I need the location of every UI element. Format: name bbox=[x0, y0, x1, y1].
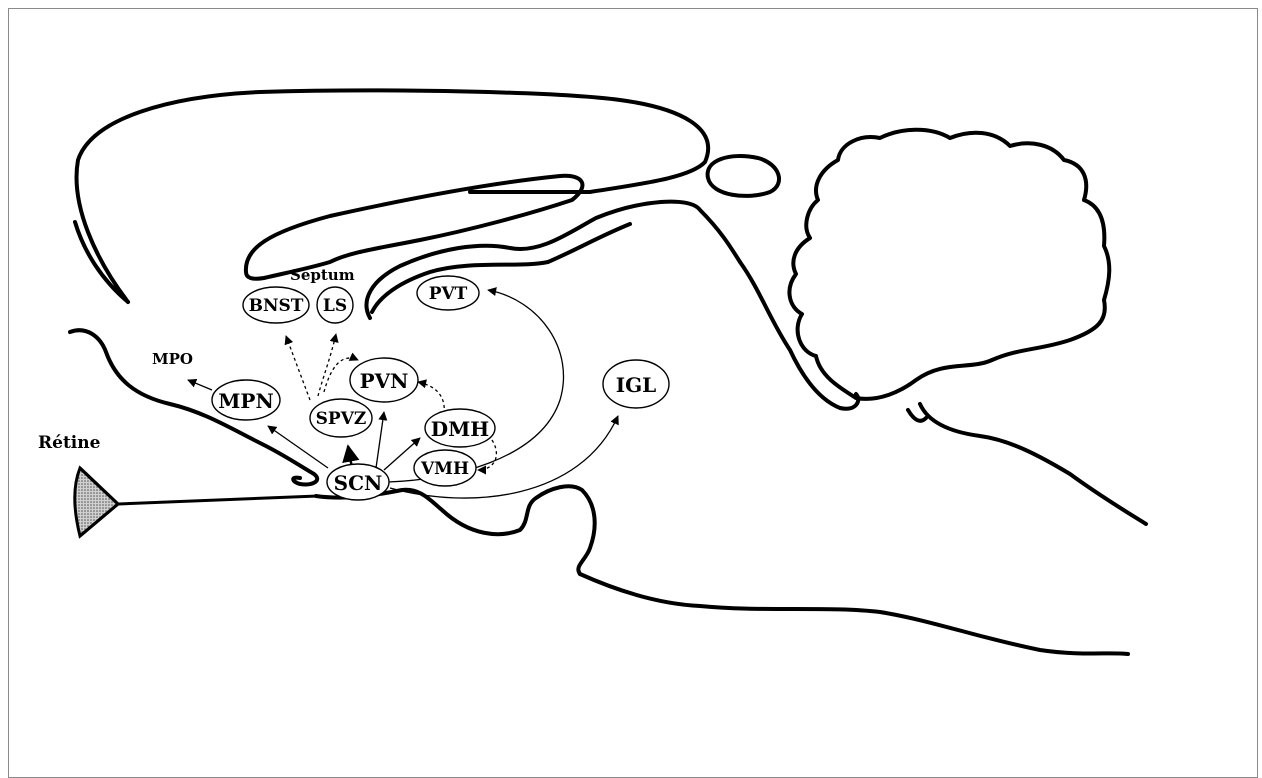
ventral-front bbox=[68, 328, 320, 487]
nucleus-pvt-label: PVT bbox=[429, 284, 468, 304]
cerebellum-fold-inner bbox=[906, 408, 928, 423]
brain-outline bbox=[68, 88, 1148, 656]
cortex-outline bbox=[74, 88, 711, 304]
colliculus bbox=[705, 154, 782, 198]
label-septum: Septum bbox=[290, 266, 355, 284]
midbrain bbox=[738, 260, 861, 411]
fornix-inner bbox=[370, 222, 632, 314]
nucleus-mpn: MPN bbox=[211, 379, 281, 421]
nucleus-igl: IGL bbox=[602, 359, 670, 409]
nucleus-bnst: BNST bbox=[242, 286, 310, 324]
corpus-callosum bbox=[243, 173, 585, 281]
nucleus-pvt: PVT bbox=[416, 275, 480, 311]
ventral-hind bbox=[578, 572, 1130, 656]
arrow-spvz-ls bbox=[317, 333, 339, 397]
label-mpo: MPO bbox=[152, 350, 193, 368]
retina-shape bbox=[73, 465, 121, 539]
cortex-inner-line bbox=[73, 220, 130, 304]
arrow-dmh-vmh bbox=[477, 439, 497, 475]
nucleus-bnst-label: BNST bbox=[249, 296, 304, 316]
retina bbox=[73, 465, 319, 539]
retinohypothalamic-tract bbox=[117, 494, 319, 506]
nucleus-igl-label: IGL bbox=[616, 373, 657, 397]
label-retine: Rétine bbox=[38, 433, 101, 453]
nucleus-vmh-label: VMH bbox=[420, 459, 469, 479]
nucleus-spvz-label: SPVZ bbox=[316, 409, 367, 429]
arrow-spvz-bnst bbox=[284, 335, 311, 401]
cerebellum bbox=[787, 127, 1112, 401]
nucleus-ls: LS bbox=[316, 286, 354, 324]
arrow-scn-mpn bbox=[267, 425, 329, 469]
arrow-scn-dmh bbox=[383, 437, 421, 471]
arrow-dmh-pvn bbox=[417, 379, 445, 415]
optic-chiasm-base bbox=[314, 484, 597, 576]
arrow-mpn-mpo bbox=[187, 378, 213, 391]
nucleus-spvz: SPVZ bbox=[309, 398, 373, 438]
nucleus-vmh: VMH bbox=[413, 449, 477, 487]
nucleus-pvn-label: PVN bbox=[360, 369, 409, 393]
nucleus-scn-label: SCN bbox=[334, 471, 383, 495]
nucleus-pvn: PVN bbox=[349, 357, 419, 403]
nucleus-dmh-label: DMH bbox=[431, 417, 489, 441]
arrow-scn-igl bbox=[389, 415, 619, 499]
nucleus-ls-label: LS bbox=[323, 296, 347, 316]
arrow-scn-pvn bbox=[375, 411, 388, 469]
nucleus-mpn-label: MPN bbox=[218, 389, 273, 413]
nucleus-scn: SCN bbox=[326, 463, 390, 501]
fornix bbox=[364, 199, 742, 320]
arrow-spvz-pvn bbox=[323, 352, 359, 393]
cerebellum-fold bbox=[918, 402, 1148, 526]
nucleus-dmh: DMH bbox=[424, 408, 496, 448]
